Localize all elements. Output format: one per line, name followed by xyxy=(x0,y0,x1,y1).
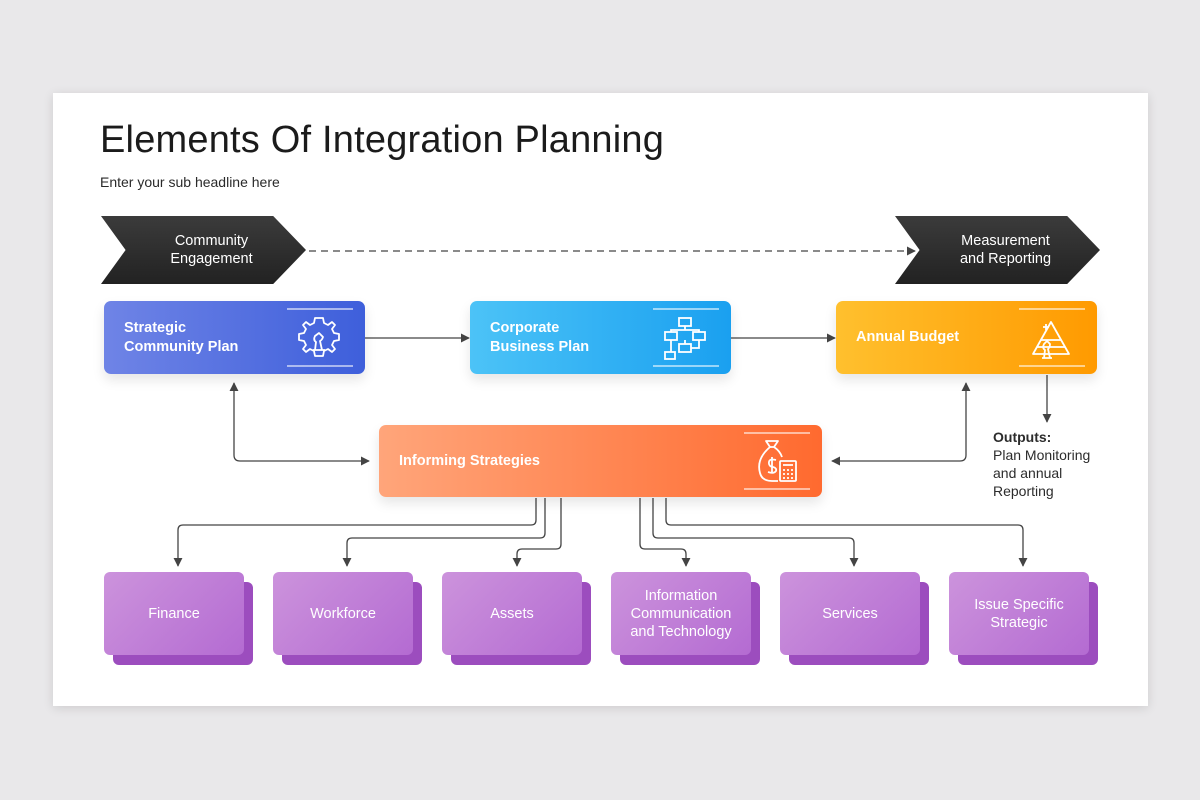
element-label: Services xyxy=(780,572,920,655)
element-ict: Information Communication and Technology xyxy=(611,572,760,665)
box-label: Corporate Business Plan xyxy=(490,319,590,355)
arrow-strategic-informing xyxy=(229,382,370,466)
element-label: Issue Specific Strategic xyxy=(949,572,1089,655)
arrow-to-issue-specific xyxy=(665,498,1028,567)
element-label: Information Communication and Technology xyxy=(611,572,751,655)
box-label: Informing Strategies xyxy=(399,452,540,469)
element-label: Finance xyxy=(104,572,244,655)
arrow-budget-informing xyxy=(831,382,971,466)
pyramid-chess-icon xyxy=(1032,320,1070,359)
box-label: Annual Budget xyxy=(856,329,960,345)
gear-chess-icon xyxy=(298,316,340,357)
element-label: Workforce xyxy=(273,572,413,655)
box-strategic-community-plan: Strategic Community Plan xyxy=(104,301,365,374)
outputs-text: Plan Monitoring and annual Reporting xyxy=(993,447,1091,499)
box-informing-strategies: Informing Strategies xyxy=(379,425,822,497)
arrow-to-ict xyxy=(639,498,691,567)
chevron-left-label: Community Engagement xyxy=(170,233,253,267)
arrow-to-services xyxy=(652,498,859,567)
chevron-community-engagement: Community Engagement xyxy=(101,216,306,284)
box-corporate-business-plan: Corporate Business Plan xyxy=(470,301,731,374)
flowchart-icon xyxy=(664,316,706,360)
slide: Elements Of Integration Planning Enter y… xyxy=(53,93,1148,706)
element-issue-specific-strategic: Issue Specific Strategic xyxy=(949,572,1098,665)
arrow-to-workforce xyxy=(342,498,546,567)
arrow-to-assets xyxy=(512,498,562,567)
element-assets: Assets xyxy=(442,572,591,665)
money-bag-calculator-icon xyxy=(758,440,797,482)
chevron-right-label: Measurement and Reporting xyxy=(959,233,1052,267)
element-workforce: Workforce xyxy=(273,572,422,665)
arrow-to-finance xyxy=(173,498,537,567)
element-label: Assets xyxy=(442,572,582,655)
connector-lines xyxy=(173,246,1052,567)
outputs-note: Outputs: Plan Monitoring and annual Repo… xyxy=(993,428,1113,500)
element-finance: Finance xyxy=(104,572,253,665)
outputs-label: Outputs: xyxy=(993,429,1052,445)
box-label: Strategic Community Plan xyxy=(124,319,239,355)
box-annual-budget: Annual Budget xyxy=(836,301,1097,374)
page-title: Elements Of Integration Planning xyxy=(100,119,665,161)
page-subtitle: Enter your sub headline here xyxy=(100,174,280,190)
chevron-measurement-reporting: Measurement and Reporting xyxy=(895,216,1100,284)
element-services: Services xyxy=(780,572,929,665)
